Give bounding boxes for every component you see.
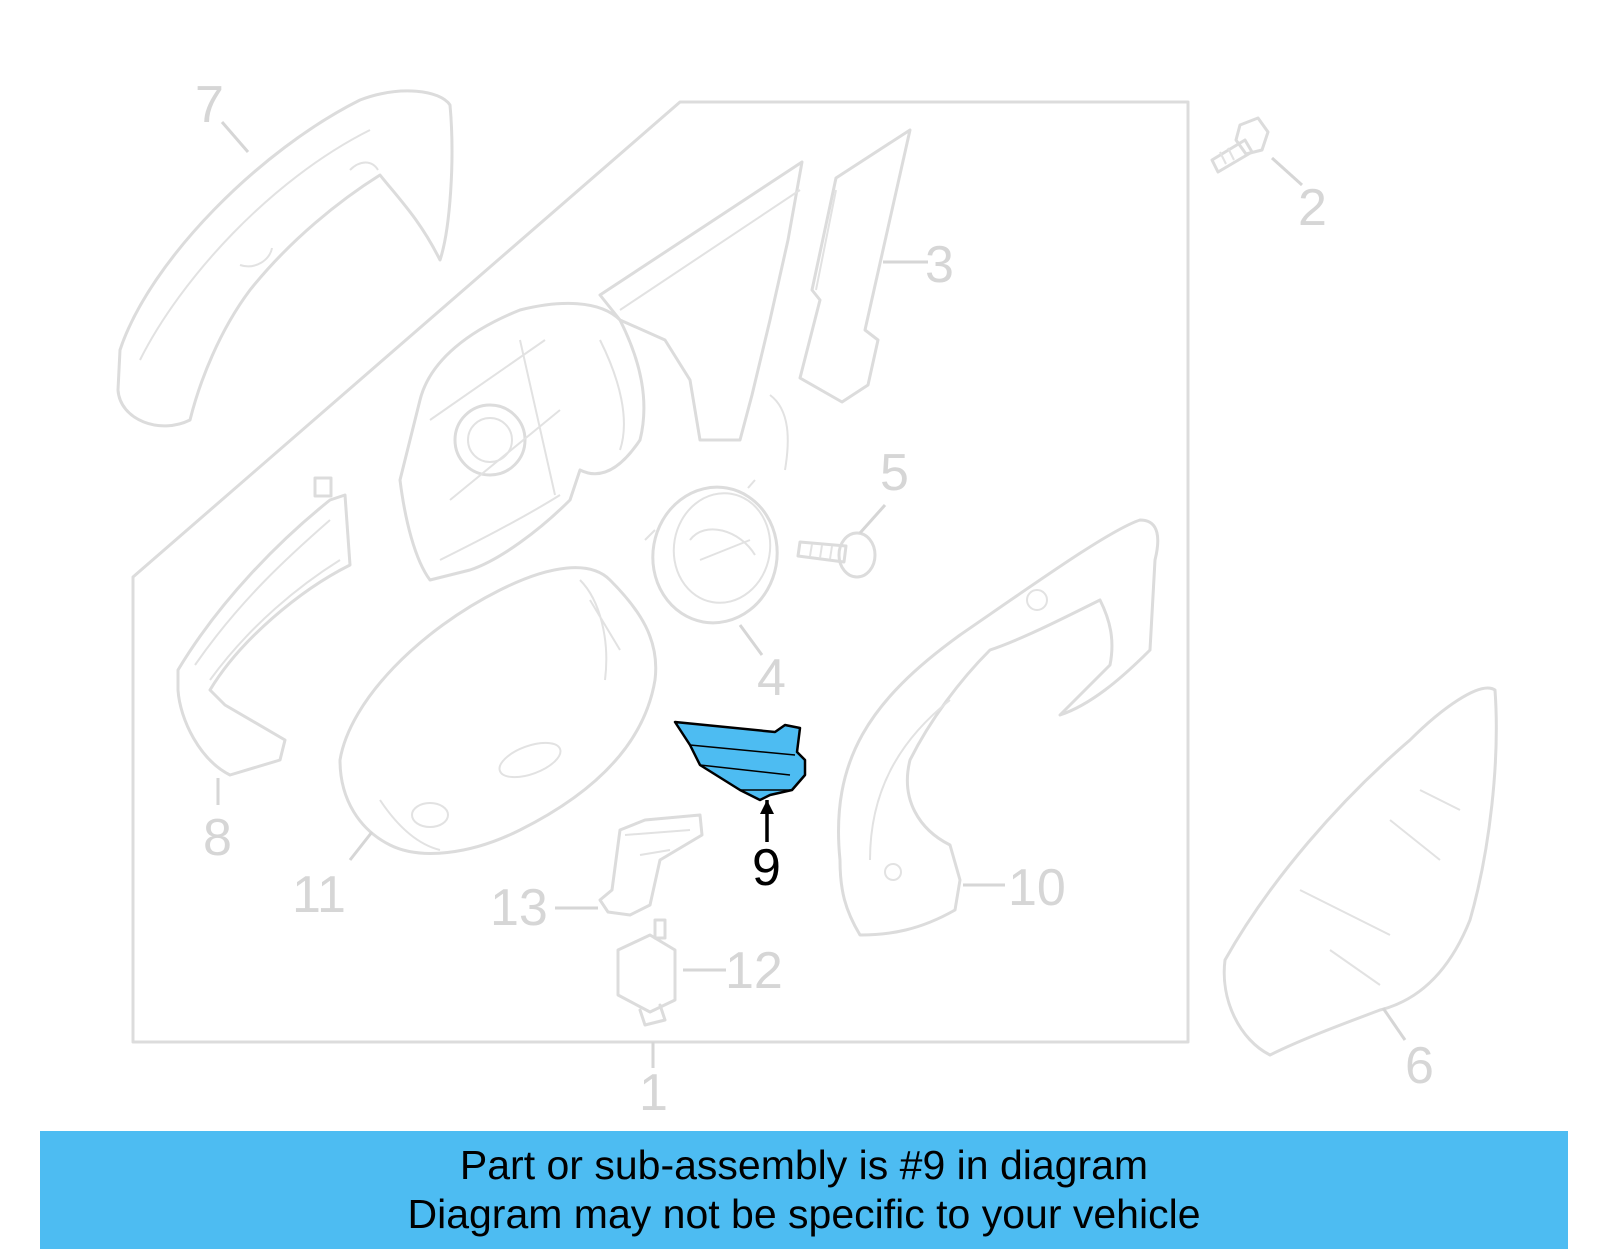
callout-2: 2 xyxy=(1298,179,1327,237)
callout-5: 5 xyxy=(880,444,909,502)
callout-3: 3 xyxy=(925,236,954,294)
part-8-turn-signal[interactable] xyxy=(176,476,352,777)
part-4-motor[interactable] xyxy=(642,477,788,632)
assembly-frame xyxy=(131,100,1190,1044)
callout-6: 6 xyxy=(1405,1037,1434,1095)
part-5-screw[interactable] xyxy=(796,531,877,579)
leader-9-arrowhead xyxy=(760,800,774,814)
leader-5 xyxy=(858,504,887,534)
part-10-holder-frame[interactable] xyxy=(837,518,1160,937)
callout-8: 8 xyxy=(203,809,232,867)
part-11-housing-cover[interactable] xyxy=(338,566,658,855)
part-9-highlighted-module[interactable] xyxy=(673,720,807,802)
part-6-mirror-glass[interactable] xyxy=(1222,686,1498,1057)
leader-6 xyxy=(1381,1007,1407,1041)
banner-line-part: Part or sub-assembly is #9 in diagram xyxy=(459,1142,1149,1188)
callout-4: 4 xyxy=(757,649,786,707)
part-12-switch[interactable] xyxy=(616,918,677,1027)
part-7-mirror-cap[interactable] xyxy=(116,89,454,428)
callout-1: 1 xyxy=(639,1064,668,1122)
mirror-housing-bracket xyxy=(398,160,804,582)
part-2-bolt[interactable] xyxy=(1210,116,1270,174)
info-banner: Part or sub-assembly is #9 in diagram Di… xyxy=(40,1131,1568,1249)
callout-9: 9 xyxy=(752,839,781,897)
callout-13: 13 xyxy=(490,879,548,937)
leader-11 xyxy=(348,831,374,861)
leader-4 xyxy=(738,624,764,656)
leader-2 xyxy=(1270,156,1304,187)
part-3-glass-pad[interactable] xyxy=(798,128,912,404)
banner-line-disclaimer: Diagram may not be specific to your vehi… xyxy=(407,1191,1201,1237)
callout-7: 7 xyxy=(195,76,224,134)
leader-7 xyxy=(220,121,250,153)
part-13-bracket[interactable] xyxy=(598,813,704,917)
callout-10: 10 xyxy=(1008,859,1066,917)
callout-12: 12 xyxy=(725,942,783,1000)
callout-11: 11 xyxy=(292,866,346,924)
